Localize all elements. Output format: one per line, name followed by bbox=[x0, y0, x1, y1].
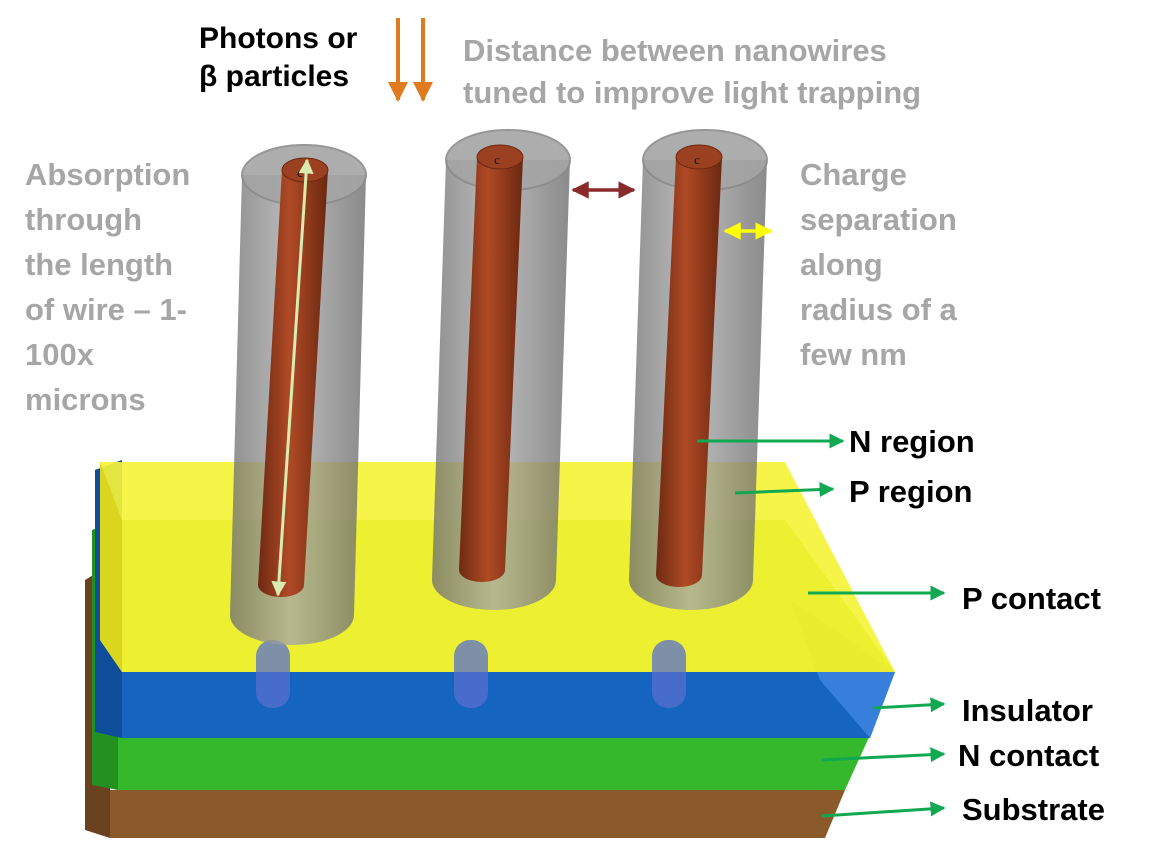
n-contact-pointer-arrow bbox=[821, 747, 946, 763]
nanowire-3-core bbox=[656, 144, 723, 587]
layer-label-substrate: Substrate bbox=[962, 792, 1105, 827]
layer-label-p-contact: P contact bbox=[962, 581, 1101, 616]
insulator-pointer-arrow bbox=[872, 697, 946, 713]
incoming-particles-label: Photons or β particles bbox=[199, 22, 358, 93]
layer-label-n-contact: N contact bbox=[958, 738, 1100, 773]
p-region-pointer-arrow bbox=[734, 482, 835, 498]
layer-label-insulator: Insulator bbox=[962, 693, 1093, 728]
nanowire-roots bbox=[256, 640, 686, 708]
nanowire-2: c bbox=[432, 129, 571, 610]
substrate-pointer-arrow bbox=[821, 801, 946, 818]
wire-spacing-note: Distance between nanowires tuned to impr… bbox=[463, 33, 922, 110]
layer-label-n-region: N region bbox=[849, 424, 975, 459]
nanowire-3-core-marker: c bbox=[694, 152, 700, 167]
nanowire-2-core-marker: c bbox=[494, 152, 500, 167]
layer-label-p-region: P region bbox=[849, 474, 973, 509]
charge-separation-note: Charge separation along radius of a few … bbox=[800, 157, 957, 372]
nanowire-1-core-marker: c bbox=[297, 165, 303, 180]
nanowire-2-core bbox=[459, 144, 524, 582]
absorption-length-note: Absorption through the length of wire – … bbox=[25, 157, 191, 417]
nanowire-3: c bbox=[629, 129, 768, 610]
nanowire-1: c bbox=[230, 144, 367, 645]
wire-length-arrow bbox=[271, 158, 314, 597]
